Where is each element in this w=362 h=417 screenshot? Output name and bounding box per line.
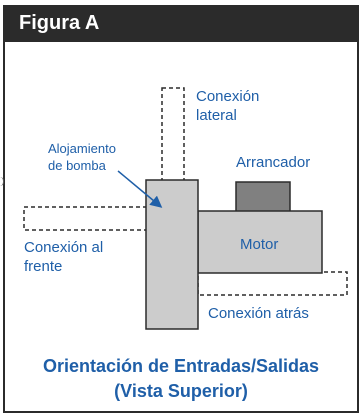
side-connection-label-line-2: lateral [196, 107, 237, 124]
starter-box [235, 181, 291, 213]
side-connection-pipe [161, 87, 185, 184]
back-connection-pipe [197, 271, 348, 296]
figure-caption-line-1: Orientación de Entradas/Salidas [42, 356, 320, 376]
side-connection-label-line-1: Conexión [196, 88, 259, 105]
front-connection-label-line-1: Conexión al [24, 239, 103, 256]
pump-housing-label-line-2: de bomba [48, 158, 107, 173]
figure-header: Figura A [5, 7, 357, 42]
pump-housing [145, 179, 199, 330]
pump-housing-leader-arrow [117, 170, 163, 208]
starter-label: Arrancador [236, 154, 310, 171]
edge-bracket-mark [0, 177, 4, 186]
figure-title: Figura A [19, 12, 100, 34]
front-connection-label-line-2: frente [24, 258, 62, 275]
front-connection-pipe [23, 206, 149, 231]
pump-housing-label-line-1: Alojamiento [48, 141, 116, 156]
motor-label: Motor [240, 236, 278, 253]
figure-caption-line-2: (Vista Superior) [114, 381, 248, 401]
back-connection-label: Conexión atrás [208, 305, 309, 322]
